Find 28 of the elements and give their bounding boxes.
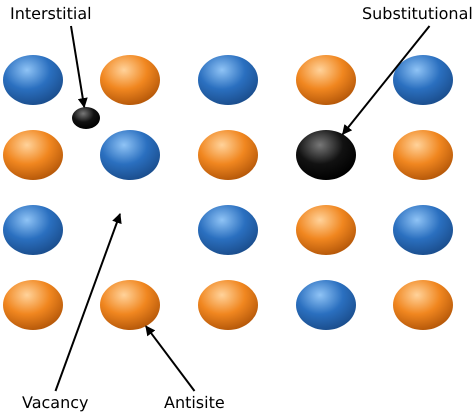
atom-sphere — [100, 130, 160, 180]
defect-label: Vacancy — [22, 393, 89, 413]
atom-sphere — [393, 130, 453, 180]
atom-sphere — [296, 280, 356, 330]
arrow — [342, 25, 430, 135]
defect-atom — [296, 130, 356, 180]
atom-sphere — [3, 130, 63, 180]
atom-sphere — [100, 55, 160, 105]
atom-sphere — [100, 280, 160, 330]
defect-label: Interstitial — [10, 4, 92, 24]
atom-sphere — [198, 280, 258, 330]
atom-sphere — [393, 205, 453, 255]
atom-sphere — [3, 205, 63, 255]
atom-sphere — [198, 205, 258, 255]
defect-atom — [72, 107, 100, 129]
arrow — [70, 26, 88, 108]
defect-label: Substitutional — [362, 4, 473, 24]
atom-sphere — [3, 280, 63, 330]
arrow — [54, 213, 122, 392]
atom-sphere — [198, 130, 258, 180]
arrow — [145, 325, 196, 392]
atom-sphere — [296, 55, 356, 105]
atom-sphere — [393, 280, 453, 330]
defect-label: Antisite — [164, 393, 225, 413]
atom-sphere — [198, 55, 258, 105]
atom-sphere — [393, 55, 453, 105]
atom-sphere — [3, 55, 63, 105]
atom-sphere — [296, 205, 356, 255]
